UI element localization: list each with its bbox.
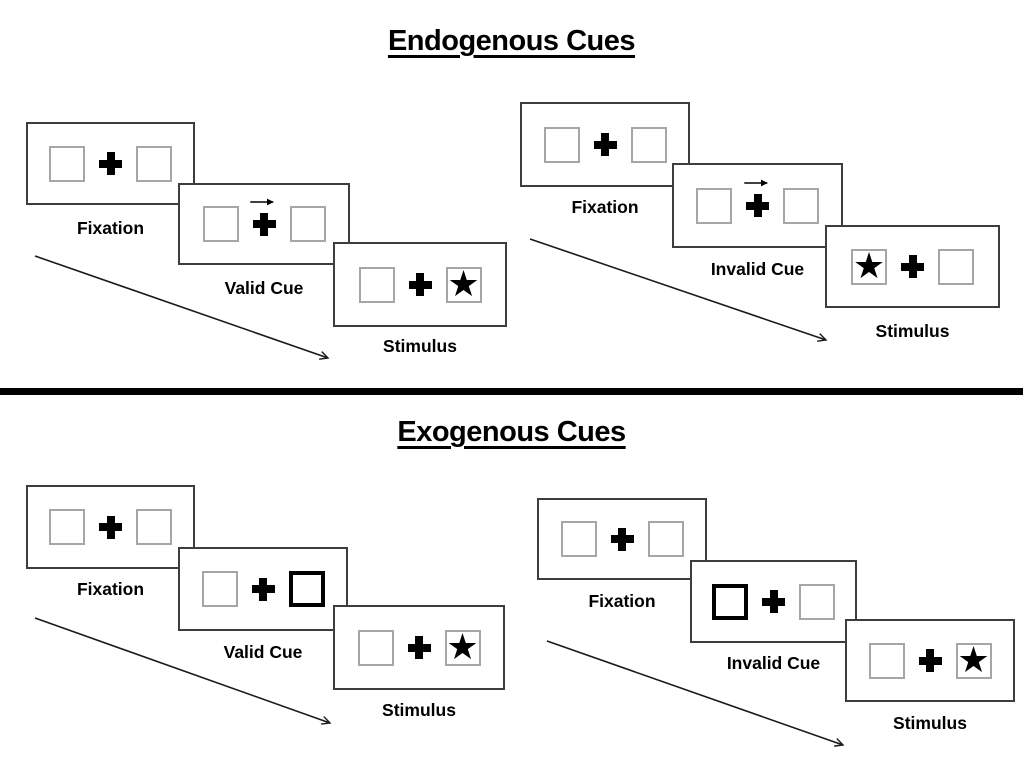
right-box <box>783 187 819 224</box>
stimulus-panel: ★ <box>333 242 507 327</box>
right-box <box>630 126 667 163</box>
fixation-cross-icon <box>250 198 276 236</box>
left-box <box>712 583 748 620</box>
valid-cue-panel <box>178 183 350 265</box>
panel-label: Fixation <box>588 591 656 611</box>
panel-label: Stimulus <box>382 700 456 720</box>
right-box <box>288 571 325 607</box>
star-icon: ★ <box>447 262 480 304</box>
panel-label: Invalid Cue <box>726 653 821 673</box>
panel-label: Fixation <box>571 197 639 217</box>
fixation-panel <box>520 102 690 187</box>
star-icon: ★ <box>852 244 886 286</box>
fixation-panel <box>537 498 707 580</box>
left-box <box>49 509 85 545</box>
valid-cue-panel <box>178 547 348 631</box>
panel-label: Invalid Cue <box>710 259 805 279</box>
timeline-arrow-icon <box>529 238 828 342</box>
fixation-cross-icon <box>408 273 432 296</box>
right-box <box>647 521 684 557</box>
fixation-cross-icon <box>251 577 275 601</box>
left-box <box>202 206 239 242</box>
timeline-arrow-icon <box>34 255 330 360</box>
left-box <box>868 642 905 679</box>
panel-label: Stimulus <box>875 321 950 341</box>
fixation-cross-icon <box>918 649 942 672</box>
right-box <box>136 145 172 182</box>
left-box <box>696 187 732 224</box>
left-box <box>358 266 395 303</box>
fixation-cross-icon <box>99 515 122 539</box>
stimulus-panel: ★ <box>825 225 1000 308</box>
right-box: ★ <box>955 638 992 680</box>
right-box <box>938 248 974 285</box>
invalid-cue-panel <box>690 560 857 643</box>
fixation-panel <box>26 122 195 205</box>
cue-arrow-icon <box>743 179 768 187</box>
fixation-cross-icon <box>901 255 924 278</box>
left-box <box>357 629 394 666</box>
right-box <box>799 583 835 620</box>
right-box <box>136 509 172 545</box>
left-box: ★ <box>851 244 887 286</box>
left-box <box>201 571 238 607</box>
stimulus-panel: ★ <box>333 605 505 690</box>
left-box <box>560 521 597 557</box>
star-icon: ★ <box>446 625 479 667</box>
fixation-cross-icon <box>99 152 122 175</box>
panel-label: Fixation <box>76 218 145 238</box>
left-box <box>49 145 85 182</box>
timeline-arrow-icon <box>34 617 332 725</box>
section-divider <box>0 388 1023 395</box>
section-title: Endogenous Cues <box>387 25 636 57</box>
panel-label: Stimulus <box>383 336 457 356</box>
stimulus-panel: ★ <box>845 619 1015 702</box>
panel-label: Stimulus <box>893 713 967 733</box>
fixation-cross-icon <box>593 133 617 156</box>
right-box: ★ <box>444 625 481 667</box>
left-box <box>543 126 580 163</box>
section-title: Exogenous Cues <box>397 416 626 448</box>
star-icon: ★ <box>957 638 990 680</box>
right-box: ★ <box>445 262 482 304</box>
cue-arrow-icon <box>250 198 274 205</box>
panel-label: Valid Cue <box>224 278 304 298</box>
panel-label: Valid Cue <box>223 642 303 662</box>
fixation-cross-icon <box>762 590 785 613</box>
fixation-cross-icon <box>407 636 431 659</box>
right-box <box>289 206 326 242</box>
panel-label: Fixation <box>76 579 145 599</box>
fixation-panel <box>26 485 195 569</box>
fixation-cross-icon <box>743 179 769 217</box>
fixation-cross-icon <box>610 527 634 551</box>
timeline-arrow-icon <box>546 640 845 747</box>
invalid-cue-panel <box>672 163 843 248</box>
